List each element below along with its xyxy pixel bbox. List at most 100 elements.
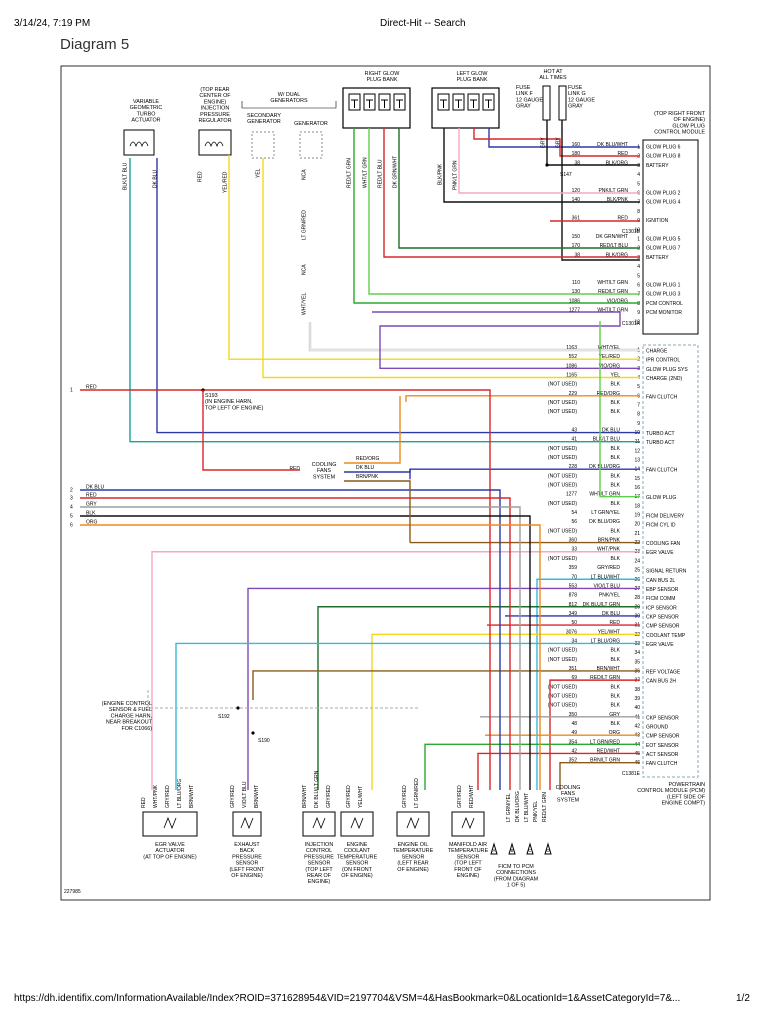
vertical-wire-label: WHT/YEL [302, 293, 308, 315]
gpcm-wire-color: RED [617, 216, 628, 222]
left-wire-number: 1 [70, 388, 73, 394]
ficm-connector-triangle [526, 842, 534, 855]
sensor-label: TEMPERATURE [337, 854, 378, 860]
sensor-label: FRONT OF [454, 867, 482, 873]
sensor-wire-label: YEL/WHT [358, 786, 364, 808]
wire-glow-plug-8 [473, 128, 640, 157]
sensor-label: OF ENGINE) [231, 873, 263, 879]
pcm-circuit: (NOT USED) [548, 528, 577, 534]
pcm-circuit: (NOT USED) [548, 483, 577, 489]
cooling-fan-wire-label: RED/ORG [356, 456, 379, 462]
gpcm-wire-color: DK GRN/WHT [596, 234, 628, 240]
vertical-wire-label: BLK/LT BLU [123, 162, 129, 190]
left-wire-color: RED [86, 385, 97, 391]
pcm-wire-color: BLK [611, 473, 621, 479]
pcm-wire-color: VIO/LT BLU [594, 583, 621, 589]
gpcm-pin: 4 [637, 264, 640, 270]
gpcm-function: GLOW PLUG 4 [646, 200, 681, 206]
pcm-circuit: 70 [571, 574, 577, 580]
fuse-link-g-label: LINK G [568, 91, 586, 97]
sensor-label: (LEFT FRONT [230, 867, 266, 873]
ficm-to-pcm-label: (FROM DIAGRAM [494, 876, 539, 882]
pcm-circuit: (NOT USED) [548, 657, 577, 663]
pcm-pin: 20 [634, 522, 640, 528]
left-wire-5 [80, 515, 531, 790]
s193-label: (IN ENGINE HARN, [205, 399, 253, 405]
ficm-wire-label: PNK/YEL [533, 801, 539, 822]
pcm-wire-color: RED/LT GRN [590, 675, 620, 681]
left-wire-3 [80, 497, 511, 790]
left-wire-color: GRY [86, 502, 97, 508]
sensor-label: (TOP LEFT [305, 867, 333, 873]
ficm-connector-triangle [490, 842, 498, 855]
fuse-link-f-label: LINK F [516, 91, 533, 97]
pcm-label: CONTROL MODULE (PCM) [637, 788, 705, 794]
sensor-label: OF ENGINE) [397, 867, 429, 873]
pcm-wire-color: LT BLU/ORG [591, 638, 620, 644]
coil-symbol [129, 141, 149, 148]
vertical-wire-label: RED [198, 171, 204, 182]
gpcm-circuit: 38 [574, 160, 580, 166]
pcm-function: FICM CYL ID [646, 523, 676, 529]
gpcm-wire-color: BLK/ORG [606, 252, 628, 258]
pcm-wire-11 [129, 158, 640, 443]
pcm-wire-27 [247, 587, 640, 790]
pcm-wire-color: BLK [611, 528, 621, 534]
pcm-circuit: 352 [569, 758, 578, 764]
pcm-circuit: (NOT USED) [548, 703, 577, 709]
ficm-connector-letter: C [528, 848, 532, 853]
gpcm-function: GLOW PLUG 1 [646, 283, 681, 289]
pcm-wire-color: ORG [609, 730, 621, 736]
engine-control-harness-label: SENSOR & FUEL [109, 707, 152, 713]
pcm-circuit: 42 [571, 748, 577, 754]
fuse-link-g-label: GRAY [568, 104, 583, 110]
pcm-pin: 21 [634, 531, 640, 537]
cooling-fans-label: FANS [317, 468, 331, 474]
pcm-circuit: (NOT USED) [548, 400, 577, 406]
pcm-circuit: 1086 [566, 363, 577, 369]
gpcm-pin: 1 [637, 237, 640, 243]
pcm-function: COOLANT TEMP [646, 633, 686, 639]
pcm-pin: 7 [637, 403, 640, 409]
sensor-wire-label: GRY/RED [457, 785, 463, 808]
pcm-circuit: 878 [569, 593, 578, 599]
gpcm-pin: 9 [637, 310, 640, 316]
glow-plug-element [396, 99, 403, 108]
glow-plug-element [366, 99, 373, 108]
pcm-circuit: 56 [571, 519, 577, 525]
sensor-label: (LEFT REAR [397, 861, 428, 867]
sensor-label: MANIFOLD AIR [449, 842, 487, 848]
pcm-circuit: 49 [571, 730, 577, 736]
gpcm-wire-color: WHT/LT GRN [597, 308, 628, 314]
ficm-to-pcm-label: CONNECTIONS [496, 870, 536, 876]
dual-generator-label: GENERATORS [270, 98, 308, 104]
vertical-wire-label: YEL/RED [223, 171, 229, 193]
sensor-wire-label: BRN/WHT [302, 785, 308, 808]
pcm-wire-color: RED [609, 620, 620, 626]
sensor-wire-label: RED/WHT [469, 785, 475, 808]
sensor-wire-label: BRN/WHT [189, 785, 195, 808]
pcm-wire-23 [151, 551, 640, 790]
gpcm-pin: 6 [637, 283, 640, 289]
pcm-wire-color: DK BLU [602, 428, 620, 434]
pcm-circuit: 1165 [566, 373, 577, 379]
fuse-link-g-label: FUSE [568, 85, 583, 91]
pcm-wire-color: BLK [611, 409, 621, 415]
pcm-wire-color: DK BLU [602, 611, 620, 617]
engine-control-harness-label: (ENGINE CONTROL [102, 701, 152, 707]
grounding-dashes [147, 690, 420, 709]
vertical-wire-label: GRY [541, 137, 547, 148]
fuse-link-f-label: GRAY [516, 104, 531, 110]
ipr-label: INJECTION [201, 106, 230, 112]
pcm-wire-color: YEL/WHT [598, 629, 620, 635]
gpcm-function: GLOW PLUG 5 [646, 237, 681, 243]
pcm-wire-color: LT GRN/RED [590, 739, 620, 745]
pcm-circuit: 34 [571, 638, 577, 644]
gpcm-box [642, 139, 699, 335]
wire-glow-plug-4 [443, 128, 640, 203]
pcm-pin: 35 [634, 659, 640, 665]
pcm-circuit: (NOT USED) [548, 501, 577, 507]
glow-plug-element [470, 99, 477, 108]
sensor-label: ENGINE OIL [398, 842, 429, 848]
